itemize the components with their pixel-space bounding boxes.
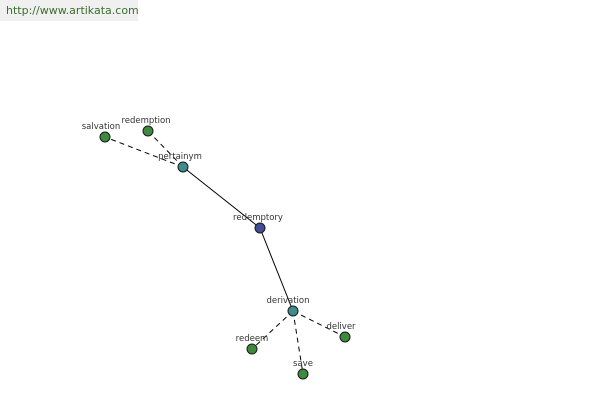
node-salvation[interactable] bbox=[99, 131, 111, 143]
edge-redemptory-pertainym bbox=[182, 166, 261, 229]
node-label-redeem[interactable]: redeem bbox=[236, 334, 269, 344]
node-redemption[interactable] bbox=[142, 125, 154, 137]
node-pertainym[interactable] bbox=[177, 161, 189, 173]
edges-layer bbox=[104, 130, 346, 375]
node-redeem[interactable] bbox=[246, 343, 258, 355]
edge-derivation-deliver bbox=[292, 310, 346, 338]
node-deliver[interactable] bbox=[339, 331, 351, 343]
node-derivation[interactable] bbox=[287, 305, 299, 317]
edge-derivation-save bbox=[292, 310, 304, 375]
node-save[interactable] bbox=[297, 368, 309, 380]
node-label-save[interactable]: save bbox=[293, 359, 313, 369]
edge-derivation-redeem bbox=[251, 310, 294, 350]
node-label-redemption[interactable]: redemption bbox=[121, 116, 170, 126]
node-label-deliver[interactable]: deliver bbox=[326, 322, 356, 332]
node-redemptory[interactable] bbox=[254, 222, 266, 234]
edge-redemptory-derivation bbox=[259, 227, 294, 312]
edge-pertainym-salvation bbox=[104, 136, 184, 168]
node-label-redemptory[interactable]: redemptory bbox=[233, 213, 283, 223]
site-url-link[interactable]: http://www.artikata.com bbox=[0, 0, 139, 21]
node-label-derivation[interactable]: derivation bbox=[266, 296, 309, 306]
node-label-pertainym[interactable]: pertainym bbox=[158, 152, 202, 162]
node-label-salvation[interactable]: salvation bbox=[82, 122, 121, 132]
